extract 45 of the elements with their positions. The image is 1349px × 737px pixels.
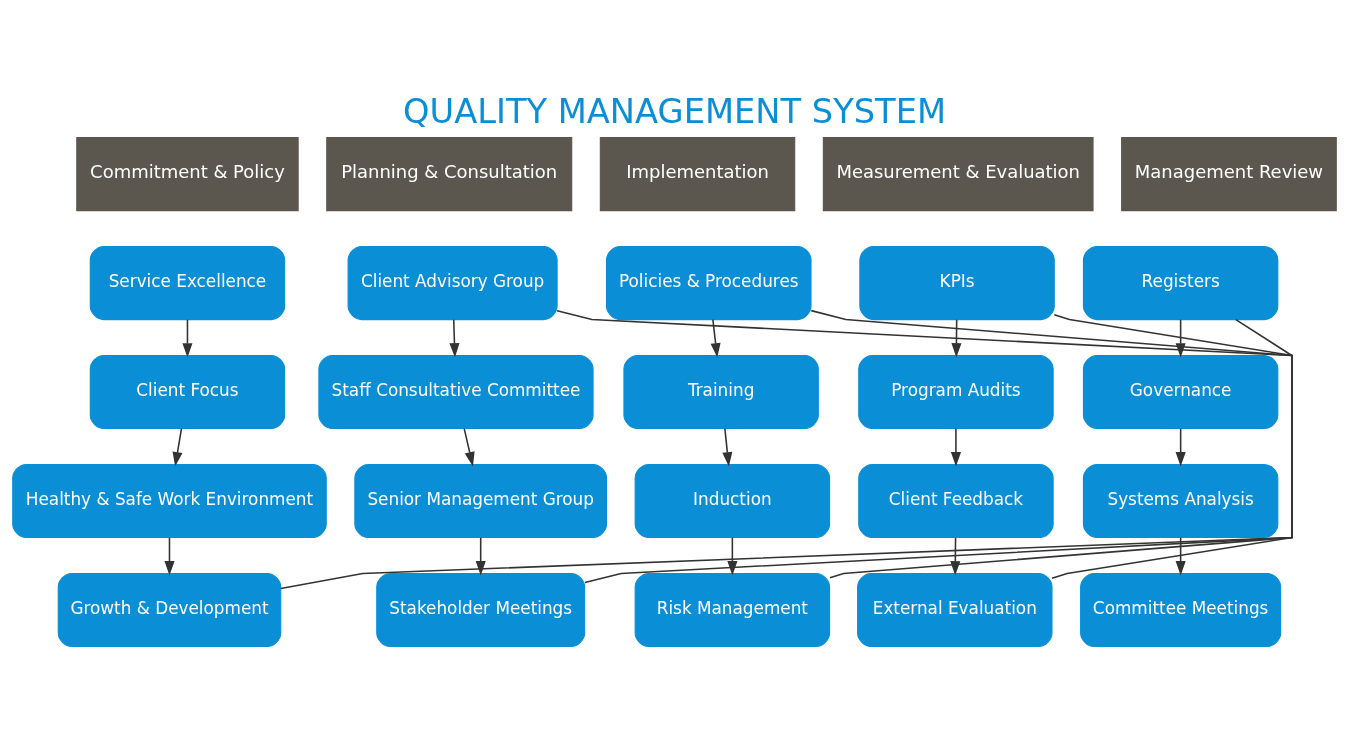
node-box: Risk Management [634, 572, 831, 647]
node-box: Client Focus [89, 354, 286, 429]
node-box: Management Review [1121, 136, 1337, 211]
node-box: Staff Consultative Committee [318, 354, 594, 429]
arrow [164, 536, 175, 575]
arrow [172, 427, 183, 466]
node-box: Policies & Procedures [605, 245, 812, 320]
node-box: Service Excellence [89, 245, 286, 320]
node-box: Commitment & Policy [76, 136, 299, 211]
arrow [1175, 318, 1186, 358]
arrow [449, 318, 460, 358]
arrow [951, 318, 962, 358]
node-box: KPIs [859, 245, 1055, 320]
node-box: Implementation [599, 136, 796, 211]
node-box: External Evaluation [857, 572, 1053, 647]
node-box: Senior Management Group [354, 463, 608, 538]
arrow [710, 318, 721, 358]
node-box: Governance [1082, 354, 1279, 429]
node-box: Systems Analysis [1082, 463, 1279, 538]
node-box: Growth & Development [57, 572, 282, 647]
node-box: Committee Meetings [1080, 572, 1282, 647]
node-box: Client Feedback [858, 463, 1054, 538]
node-box: Program Audits [858, 354, 1054, 429]
connector [1051, 318, 1293, 579]
arrow [182, 318, 193, 358]
arrow [722, 427, 733, 466]
arrow [463, 427, 475, 466]
node-box: Registers [1082, 245, 1279, 320]
arrow [475, 536, 486, 575]
node-box: Healthy & Safe Work Environment [12, 463, 327, 538]
node-box: Induction [634, 463, 831, 538]
connector [829, 313, 1293, 579]
node-box: Client Advisory Group [347, 245, 558, 320]
arrow [1175, 536, 1186, 575]
arrow [1175, 427, 1186, 466]
node-box: Stakeholder Meetings [376, 572, 586, 647]
node-box: Training [623, 354, 819, 429]
arrow [950, 427, 961, 466]
arrow [727, 536, 738, 575]
connector [280, 309, 1293, 589]
connector [584, 309, 1293, 583]
diagram-title: QUALITY MANAGEMENT SYSTEM [402, 91, 947, 131]
node-box: Planning & Consultation [326, 136, 573, 211]
arrow [950, 536, 961, 575]
node-box: Measurement & Evaluation [822, 136, 1094, 211]
